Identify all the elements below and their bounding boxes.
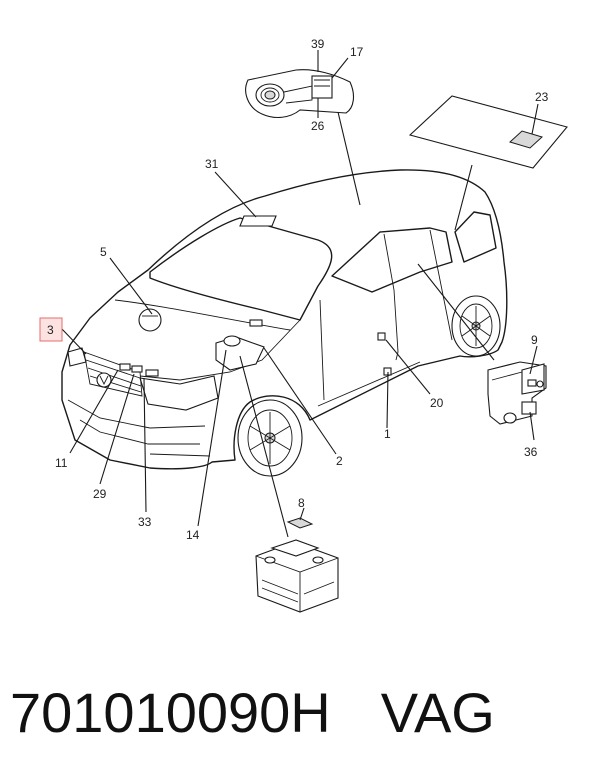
trim-panel-drawing (487, 361, 547, 425)
callout-20[interactable]: 20 (430, 396, 444, 410)
fuel-filler-flap-drawing (245, 69, 355, 119)
callout-31[interactable]: 31 (205, 157, 219, 171)
callout-14[interactable]: 14 (186, 528, 200, 542)
callout-11[interactable]: 11 (55, 456, 68, 470)
callout-3-highlight (39, 317, 63, 342)
label-sheet-drawing (408, 95, 568, 169)
callout-8[interactable]: 8 (298, 496, 305, 510)
callout-1[interactable]: 1 (384, 427, 391, 441)
brand-name: VAG (380, 681, 495, 744)
part-number: 701010090H (10, 681, 331, 744)
callout-5[interactable]: 5 (100, 245, 107, 259)
footer: 701010090H VAG (10, 680, 495, 750)
callout-39[interactable]: 39 (311, 37, 325, 51)
leader-lines (60, 50, 539, 538)
car-drawing (61, 169, 508, 477)
battery-drawing (255, 517, 339, 613)
callout-33[interactable]: 33 (138, 515, 152, 529)
callout-26[interactable]: 26 (311, 119, 325, 133)
callout-36[interactable]: 36 (524, 445, 538, 459)
callout-23[interactable]: 23 (535, 90, 549, 104)
callouts: 39 17 26 23 31 5 3 9 20 1 36 2 11 29 8 3… (39, 37, 549, 542)
callout-9[interactable]: 9 (531, 333, 538, 347)
callout-17[interactable]: 17 (350, 45, 364, 59)
callout-3[interactable]: 3 (47, 323, 54, 337)
callout-29[interactable]: 29 (93, 487, 107, 501)
callout-2[interactable]: 2 (336, 454, 343, 468)
